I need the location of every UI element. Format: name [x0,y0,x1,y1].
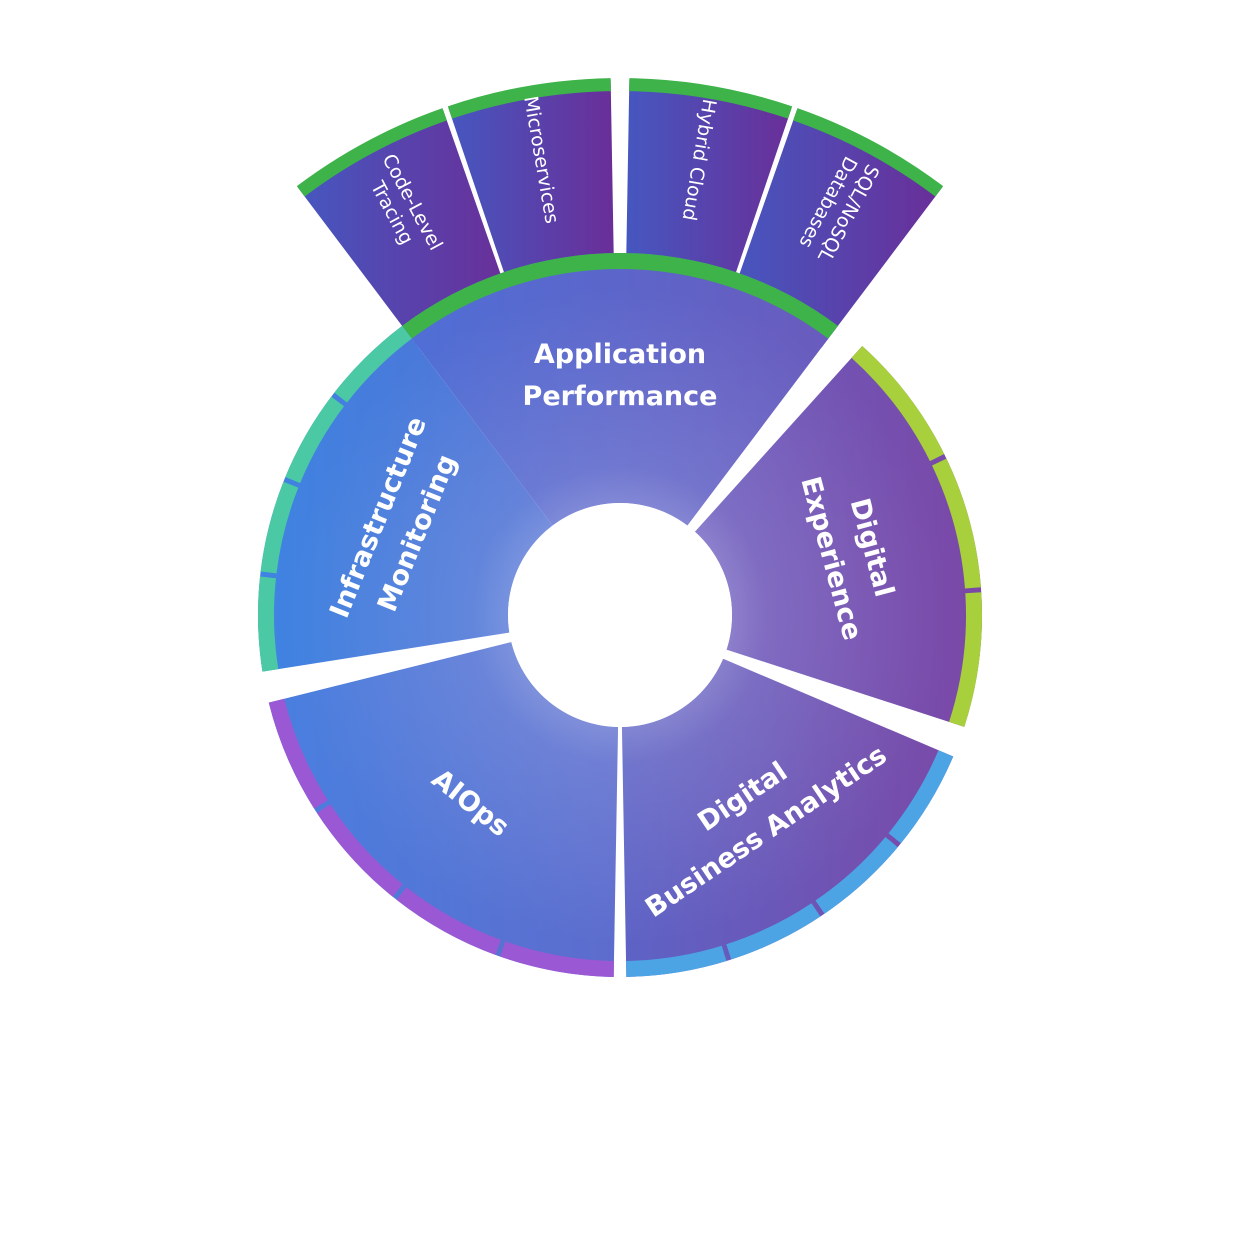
segment-aiops-band [316,804,403,897]
segment-infrastructure-monitoring-band [334,325,412,403]
center-glow [273,268,967,961]
sub-item-hybrid-cloud-band [629,78,793,119]
center-hole [508,503,732,727]
sub-item-microservices-band [447,78,611,119]
segment-application-performance-glow [411,268,829,526]
segment-digital-business-analytics-band [815,836,898,914]
sub-item-hybrid-cloud-wedge[interactable] [625,80,792,298]
segment-digital-business-analytics-band [626,945,727,977]
sub-item-code-level-tracing-wedge[interactable] [298,110,510,348]
sub-item-sql-nosql-databases-band [793,108,944,197]
segment-aiops-glow [284,642,619,961]
segment-infrastructure-monitoring-glow [273,338,553,670]
segment-digital-experience-band [851,345,945,462]
segment-aiops-band [268,698,328,809]
segment-infrastructure-monitoring-band [285,396,345,484]
segment-digital-experience-band [949,592,983,727]
segment-label: Performance [523,381,718,412]
segment-digital-business-analytics-band [726,903,821,960]
segment-aiops-band [396,887,501,955]
segment-infrastructure-monitoring-band [260,481,299,574]
segment-infrastructure-monitoring-band [258,576,279,672]
segment-digital-business-analytics-glow [621,658,939,961]
sub-item-code-level-tracing-band [296,108,447,197]
sub-item-sql-nosql-databases-wedge[interactable] [730,110,942,348]
sub-item-microservices-wedge[interactable] [448,80,615,298]
segment-digital-experience-glow [694,357,967,722]
segment-digital-experience-band [932,458,981,589]
segment-label: Application [534,339,706,370]
segment-application-performance-band [402,252,838,339]
sub-items-group [296,78,944,348]
segment-digital-business-analytics-band [888,750,954,844]
segment-aiops-band [500,941,614,977]
